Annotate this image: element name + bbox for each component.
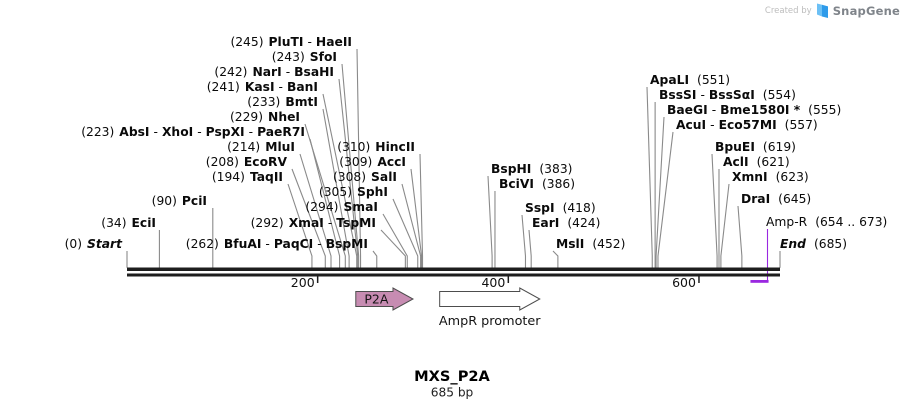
site-callout-msli [552,250,559,268]
site-callout-sspi [521,214,527,268]
site-label-smai: (294)SmaI [305,200,378,214]
site-labels-group: (0)Start (34)EciI (90)PciI (194)TaqII(208)E… [65,35,888,251]
site-label-bsssi: BssSI-BssSαI(554) [659,88,796,102]
site-label-msli: MslI(452) [556,237,625,251]
site-callout-smai [382,213,408,268]
site-label-nari: (242)NarI-BsaHI [214,65,334,79]
site-callout-acui [657,131,674,268]
site-label-amp-r: Amp-R(654 .. 673) [766,215,887,229]
site-label-acui: AcuI-Eco57MI(557) [676,118,818,132]
site-label-taqii: (194)TaqII [212,170,283,184]
site-callout-bmti [322,108,350,268]
callout-lines-group [126,48,781,283]
site-callout-xmni [720,183,730,268]
ruler-tick [698,273,700,283]
site-callout-mlui [299,153,332,268]
site-label-acci: (309)AccI [339,155,406,169]
site-label-ecorv: (208)EcoRV [206,155,288,169]
feature-p2a [355,287,415,311]
features-group: P2A AmpR promoter [355,280,769,329]
ruler-tick-label: 200 [291,275,315,290]
site-label-end: End(685) [780,237,847,251]
site-label-acli: AclI(621) [723,155,790,169]
map-backbone-line-top [127,267,780,271]
site-label-sfoi: (243)SfoI [272,50,337,64]
ruler-tick [316,273,319,283]
site-callout-ecorv [291,168,326,268]
site-callout-nari [338,78,359,268]
site-callout-bpuei [711,153,718,268]
site-label-sphi: (305)SphI [319,185,388,199]
feature-amp-r [750,280,769,283]
site-callout-sfoi [341,63,360,268]
site-label-nhei: (229)NheI [230,110,300,124]
site-callout-sali [401,183,422,268]
site-callout-xmai [380,229,406,268]
site-label-absi: (223)AbsI-XhoI-PspXI-PaeR7I [81,125,305,139]
site-label-bpuei: BpuEI(619) [715,140,796,154]
site-label-baegi: BaeGI-Bme1580I *(555) [667,103,841,117]
site-callout-taqii [287,183,313,268]
site-callout-eari [528,229,532,268]
backbone-axis-group: 200 400 600 [127,267,780,290]
plasmid-title: MXS_P2A [414,368,490,385]
site-label-hincii: (310)HincII [337,140,415,154]
ruler-tick [507,273,510,283]
created-by-text: Created by [764,5,812,16]
site-callout-bfuai [372,250,378,268]
site-label-start: (0)Start [65,237,124,251]
snapgene-branding: Created by SnapGene [765,3,900,18]
site-label-bfuai: (262)BfuAI-PaqCI-BspMI [186,237,368,251]
site-label-bsphi: BspHI(383) [491,162,572,176]
site-label-apali: ApaLI(551) [650,73,730,87]
map-backbone-line-bottom [127,273,780,277]
site-label-xmai: (292)XmaI-TspMI [251,216,376,230]
site-label-xmni: XmnI(623) [732,170,809,184]
site-label-pluti: (245)PluTI-HaeII [230,35,352,49]
plasmid-length: 685 bp [431,386,474,400]
feature-label-p2a: P2A [364,291,388,306]
site-label-sali: (308)SalI [333,170,397,184]
site-callout-nhei [304,123,346,268]
feature-ampr-promoter [439,287,541,311]
site-callout-apali [646,86,653,268]
ruler-tick-label: 400 [481,275,505,290]
site-label-ecii: (34)EciI [101,216,156,230]
site-callout-sphi [392,198,419,268]
site-callout-acci [410,168,423,268]
ruler-tick-label: 600 [672,275,696,290]
site-label-drai: DraI(645) [741,192,811,206]
site-callout-drai [737,205,743,268]
site-callout-hincii [419,153,424,268]
site-label-pcii: (90)PciI [152,194,207,208]
site-label-bmti: (233)BmtI [247,95,318,109]
site-label-bcivi: BciVI(386) [499,177,575,191]
site-callout-bsphi [487,175,493,268]
site-label-eari: EarI(424) [532,216,600,230]
site-callout-kasi [322,93,358,268]
snapgene-logo-text: SnapGene [832,3,900,18]
site-callout-absi [309,138,341,268]
feature-label-ampr-promoter: AmpR promoter [439,314,541,329]
site-label-kasi: (241)KasI-BanI [207,80,318,94]
snapgene-flag-icon [816,3,828,18]
site-callout-baegi [655,116,665,268]
site-callout-pluti [356,48,362,268]
site-label-mlui: (214)MluI [227,140,295,154]
site-label-sspi: SspI(418) [525,201,596,215]
